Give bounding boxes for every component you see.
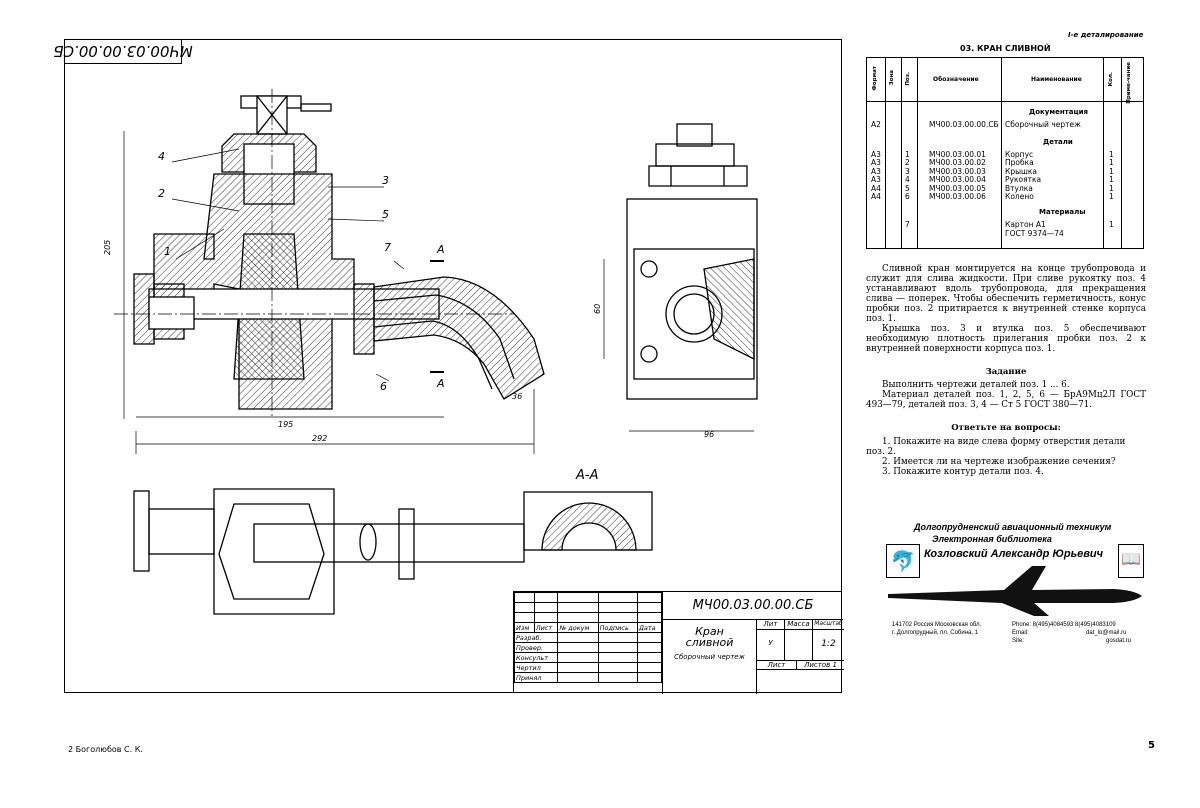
top-stamp-code: МЧ00.03.00.00.СБ: [64, 39, 182, 64]
mat-pos: 7: [905, 221, 910, 229]
mass-label: Масса: [785, 620, 813, 630]
footer-author: 2 Боголюбов С. К.: [68, 745, 143, 754]
spec-table: Формат Зона Поз. Обозначение Наименовани…: [866, 57, 1144, 249]
dim-36: 36: [512, 392, 522, 401]
row-prinyal: Принял: [515, 673, 558, 683]
callout-7: 7: [384, 241, 391, 254]
hdr-designation: Обозначение: [933, 76, 979, 83]
sec-materials: Материалы: [1039, 208, 1086, 216]
stamp-email-label: Email:: [1012, 630, 1029, 636]
hdr-qty: Кол.: [1108, 72, 1114, 86]
col-sign: Подпись: [598, 623, 637, 633]
scale-label: Масштаб: [813, 620, 844, 630]
doc-type: Сборочный чертеж: [663, 652, 756, 663]
stamp-site-label: Site:: [1012, 638, 1024, 644]
task: Выполнить чертежи деталей поз. 1 ... 6. …: [866, 380, 1146, 410]
title-block-name: Кран сливной Сборочный чертеж: [662, 620, 756, 694]
callout-2: 2: [158, 187, 165, 200]
q1: 1. Покажите на виде слева форму отверсти…: [866, 437, 1146, 457]
stamp-line2: Электронная библиотека: [932, 534, 1052, 544]
revision-table: Изм Лист № докум Подпись Дата Разраб. Пр…: [514, 592, 662, 683]
row-konsult: Консульт: [515, 653, 558, 663]
dim-60: 60: [593, 304, 602, 314]
sheet-label: Лист: [757, 660, 797, 670]
page-number: 5: [1148, 740, 1155, 751]
hdr-zone: Зона: [889, 70, 895, 85]
col-izm: Изм: [515, 623, 535, 633]
mass-value: [785, 630, 813, 660]
dim-96: 96: [704, 430, 714, 439]
section-mark-top: А: [436, 243, 445, 256]
section-aa-title: А-А: [575, 468, 598, 483]
title-block-right: Лит Масса Масштаб У 1:2 Лист Листов 1: [756, 620, 843, 694]
callout-5: 5: [382, 208, 389, 221]
dim-292: 292: [312, 434, 327, 443]
callout-1: 1: [164, 245, 171, 258]
mat-qty: 1: [1109, 221, 1114, 229]
lit-value: У: [757, 630, 785, 660]
callout-3: 3: [382, 174, 389, 187]
task1: Выполнить чертежи деталей поз. 1 ... 6.: [866, 380, 1146, 390]
task2: Материал деталей поз. 1, 2, 5, 6 — БрА9М…: [866, 390, 1146, 410]
hdr-note: Приме-чание: [1126, 62, 1132, 104]
part-name: Колено: [1005, 193, 1034, 201]
doc-format: А2: [871, 121, 881, 129]
task-title: Задание: [866, 367, 1146, 377]
top-view: [134, 489, 524, 614]
header-right: I-е деталирование: [1068, 31, 1143, 39]
spec-title: 03. КРАН СЛИВНОЙ: [960, 44, 1051, 53]
callout-4: 4: [158, 150, 165, 163]
col-list: Лист: [534, 623, 558, 633]
title-block: Изм Лист № докум Подпись Дата Разраб. Пр…: [513, 591, 842, 693]
part-format: А4: [871, 193, 881, 201]
col-date: Дата: [637, 623, 661, 633]
part-designation: МЧ00.03.00.06: [929, 193, 986, 201]
stamp-line1: Долгопрудненский авиационный техникум: [914, 522, 1111, 532]
part-pos: 6: [905, 193, 910, 201]
stamp-addr2: г. Долгопрудный, пл. Собина, 1: [892, 630, 978, 636]
section-aa: [524, 492, 652, 550]
name-line2: сливной: [663, 637, 756, 648]
sec-docs: Документация: [1029, 108, 1088, 116]
front-view: [114, 89, 544, 419]
row-razrab: Разраб.: [515, 633, 558, 643]
doc-name: Сборочный чертеж: [1005, 121, 1081, 129]
section-mark-bottom: А: [436, 377, 445, 390]
callout-6: 6: [380, 380, 387, 393]
hdr-name: Наименование: [1031, 76, 1082, 83]
stamp-addr1: 141702 Россия Московская обл.: [892, 622, 981, 628]
hdr-pos: Поз.: [905, 72, 911, 86]
questions: 1. Покажите на виде слева форму отверсти…: [866, 437, 1146, 477]
part-qty: 1: [1109, 193, 1114, 201]
mat-name2: ГОСТ 9374—74: [1005, 230, 1064, 238]
stamp-site: gosdat.ru: [1106, 638, 1131, 644]
sheets-label: Листов 1: [797, 660, 844, 670]
hdr-format: Формат: [872, 66, 878, 91]
questions-title: Ответьте на вопросы:: [866, 423, 1146, 433]
description: Сливной кран монтируется на конце трубоп…: [866, 264, 1146, 354]
library-stamp: Долгопрудненский авиационный техникум Эл…: [884, 520, 1146, 660]
airplane-icon: [884, 556, 1146, 616]
para1: Сливной кран монтируется на конце трубоп…: [866, 264, 1146, 324]
row-chertil: Чертил: [515, 663, 558, 673]
q2: 2. Имеется ли на чертеже изображение сеч…: [866, 457, 1146, 467]
stamp-phone: Phone: 8(495)4084593 8(495)4083109: [1012, 622, 1116, 628]
scale-value: 1:2: [813, 630, 844, 660]
col-doc: № докум: [558, 623, 598, 633]
para2: Крышка поз. 3 и втулка поз. 5 обеспечива…: [866, 324, 1146, 354]
title-block-code: МЧ00.03.00.00.СБ: [662, 592, 843, 620]
lit-label: Лит: [757, 620, 785, 630]
doc-designation: МЧ00.03.00.00.СБ: [929, 121, 999, 129]
stamp-email: dat_lo@mail.ru: [1086, 630, 1126, 636]
dim-205: 205: [103, 240, 112, 255]
row-prover: Провер.: [515, 643, 558, 653]
q3: 3. Покажите контур детали поз. 4.: [866, 467, 1146, 477]
sec-parts: Детали: [1043, 138, 1073, 146]
dim-195: 195: [278, 420, 293, 429]
left-view: [627, 124, 757, 399]
